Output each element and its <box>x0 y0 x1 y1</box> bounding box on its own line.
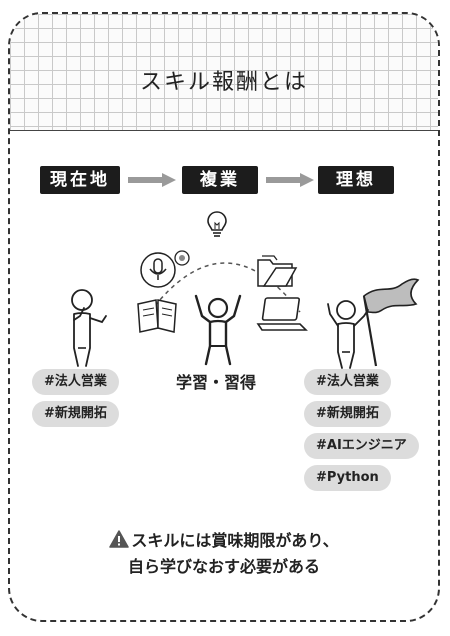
note: スキルには賞味期限があり、 自ら学びなおす必要がある <box>10 528 438 580</box>
dashed-arc <box>149 262 301 313</box>
stage-ideal: 理想 <box>318 166 394 194</box>
cheering-person-icon <box>194 294 242 366</box>
lightbulb-icon <box>207 211 227 237</box>
stage-side-job: 複業 <box>182 166 258 194</box>
person-with-flag-icon <box>327 278 420 369</box>
folder-icon <box>257 255 298 287</box>
tag-ai-engineer: #AIエンジニア <box>304 433 419 459</box>
thinking-person-icon <box>71 289 107 367</box>
grid-header <box>10 14 438 131</box>
laptop-icon <box>256 297 308 331</box>
tag-python: #Python <box>304 465 391 491</box>
page-title: スキル報酬とは <box>139 70 308 95</box>
stage-current: 現在地 <box>40 166 120 194</box>
arrow-right-icon <box>128 173 176 187</box>
card-frame: スキル報酬とは 現在地 複業 理想 <box>8 12 440 622</box>
note-line-2: 自ら学びなおす必要がある <box>127 557 320 576</box>
learning-label: 学習・習得 <box>175 373 256 392</box>
microphone-icon <box>140 250 190 288</box>
tag-new-business-right: #新規開拓 <box>304 401 391 427</box>
book-icon <box>137 299 177 333</box>
tag-new-business-left: #新規開拓 <box>32 401 119 427</box>
warning-icon <box>109 530 130 548</box>
tag-corporate-sales-left: #法人営業 <box>32 369 119 395</box>
arrow-right-icon <box>266 173 314 187</box>
note-line-1: スキルには賞味期限があり、 <box>131 531 339 550</box>
tag-corporate-sales-right: #法人営業 <box>304 369 391 395</box>
